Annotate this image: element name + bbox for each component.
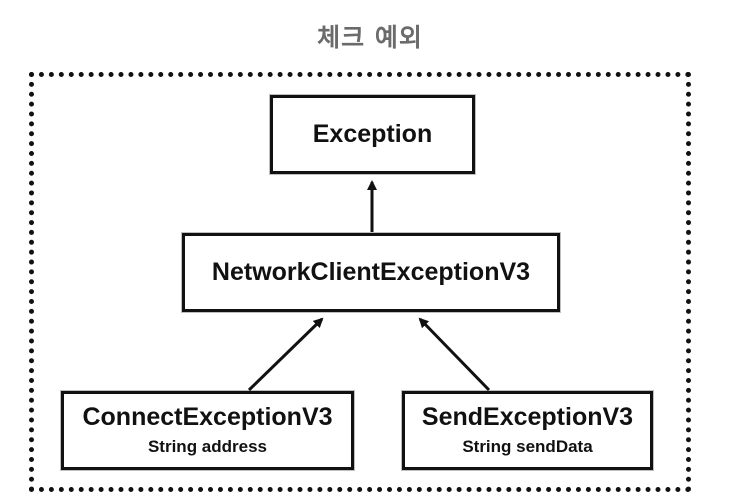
- connect-exception-node: ConnectExceptionV3 String address: [61, 391, 354, 470]
- diagram-title: 체크 예외: [317, 23, 423, 52]
- connect-exception-node-title: ConnectExceptionV3: [82, 402, 333, 431]
- connect-exception-node-field: String address: [147, 437, 268, 457]
- checked-exception-group-frame: [29, 72, 691, 492]
- network-client-exception-node-title: NetworkClientExceptionV3: [211, 257, 531, 286]
- exception-node-title: Exception: [312, 119, 433, 148]
- send-exception-node: SendExceptionV3 String sendData: [402, 391, 653, 470]
- send-exception-node-title: SendExceptionV3: [421, 402, 634, 431]
- exception-node: Exception: [270, 95, 475, 174]
- network-client-exception-node: NetworkClientExceptionV3: [182, 233, 560, 312]
- send-exception-node-field: String sendData: [462, 437, 593, 457]
